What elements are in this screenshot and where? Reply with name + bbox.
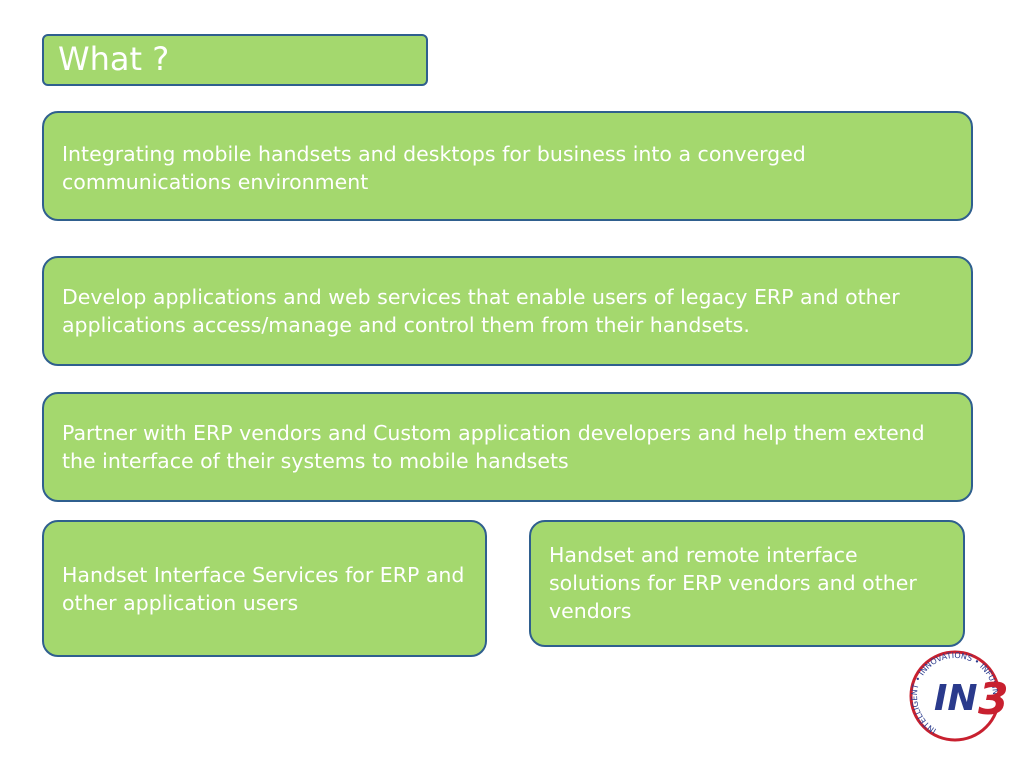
content-box-partner-erp-vendors: Partner with ERP vendors and Custom appl… — [42, 392, 973, 502]
content-box-remote-interface-solutions: Handset and remote interface solutions f… — [529, 520, 965, 647]
logo-mark-3: 3 — [978, 674, 1009, 725]
logo-mark-in: IN — [934, 678, 978, 719]
box-text: Partner with ERP vendors and Custom appl… — [62, 421, 925, 473]
in3-logo: INTELLIGENT • INNOVATIONS • INFUSING IN … — [909, 650, 1009, 742]
slide-title-text: What ? — [58, 40, 170, 78]
slide-title: What ? — [42, 34, 428, 86]
content-box-converged-communications: Integrating mobile handsets and desktops… — [42, 111, 973, 221]
logo-ring-outer — [909, 650, 1001, 742]
content-box-handset-interface-services: Handset Interface Services for ERP and o… — [42, 520, 487, 657]
box-text: Handset Interface Services for ERP and o… — [62, 562, 465, 615]
box-text: Integrating mobile handsets and desktops… — [62, 142, 806, 194]
content-box-develop-applications: Develop applications and web services th… — [42, 256, 973, 366]
box-text: Develop applications and web services th… — [62, 285, 900, 337]
box-text: Handset and remote interface solutions f… — [549, 543, 917, 623]
